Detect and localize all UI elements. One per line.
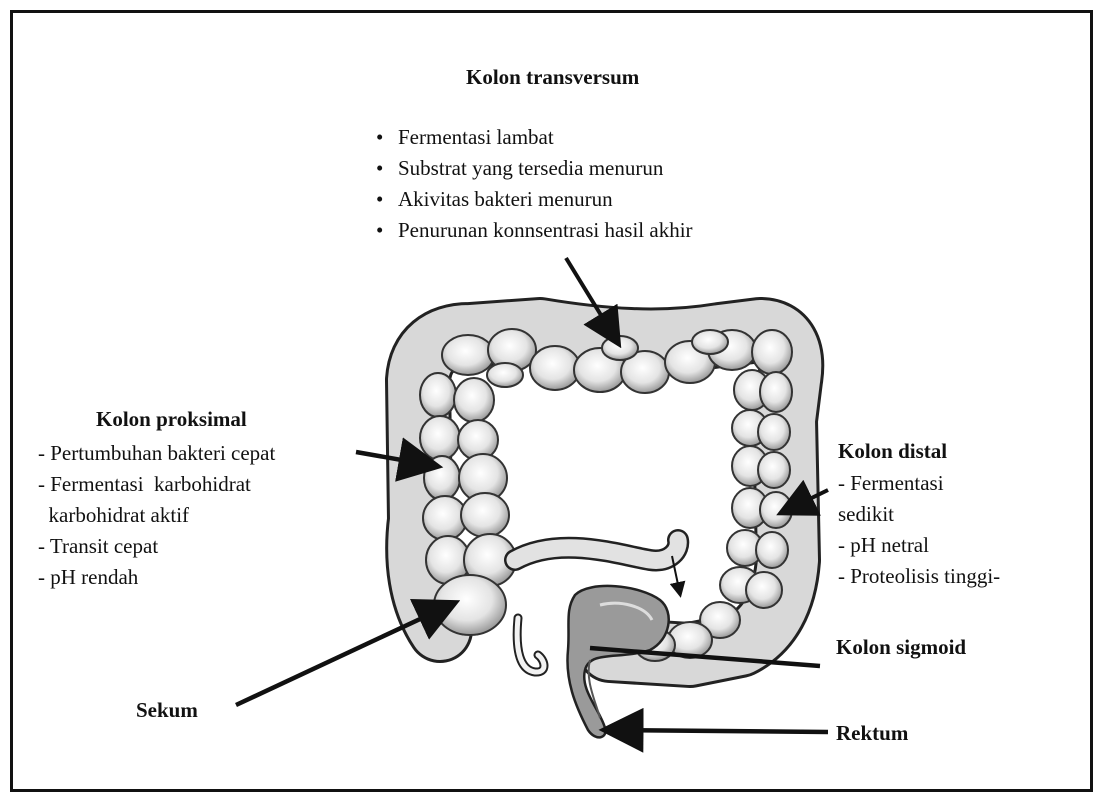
proksimal-item: - Fermentasi karbohidrat (38, 469, 275, 500)
distal-item: sedikit (838, 499, 1000, 530)
proksimal-title: Kolon proksimal (96, 406, 247, 432)
proksimal-item: - Transit cepat (38, 531, 275, 562)
arrow-sekum (236, 606, 448, 705)
transversum-title: Kolon transversum (466, 64, 639, 90)
sekum-label: Sekum (136, 697, 198, 723)
ileum (515, 540, 678, 560)
transversum-item: Substrat yang tersedia menurun (374, 153, 693, 184)
appendix (517, 618, 544, 672)
sigmoid-label: Kolon sigmoid (836, 634, 966, 660)
arrow-rektum (612, 730, 828, 732)
distal-title: Kolon distal (838, 438, 947, 464)
distal-item: - Proteolisis tinggi- (838, 561, 1000, 592)
transversum-list: Fermentasi lambat Substrat yang tersedia… (374, 122, 693, 246)
distal-item: - Fermentasi (838, 468, 1000, 499)
transversum-item: Fermentasi lambat (374, 122, 693, 153)
distal-list: - Fermentasi sedikit - pH netral - Prote… (838, 468, 1000, 592)
proksimal-item: - pH rendah (38, 562, 275, 593)
distal-item: - pH netral (838, 530, 1000, 561)
proksimal-item: - Pertumbuhan bakteri cepat (38, 438, 275, 469)
proksimal-list: - Pertumbuhan bakteri cepat - Fermentasi… (38, 438, 275, 593)
transversum-item: Penurunan konnsentrasi hasil akhir (374, 215, 693, 246)
proksimal-item: karbohidrat aktif (38, 500, 275, 531)
transversum-item: Akivitas bakteri menurun (374, 184, 693, 215)
rektum-label: Rektum (836, 720, 908, 746)
